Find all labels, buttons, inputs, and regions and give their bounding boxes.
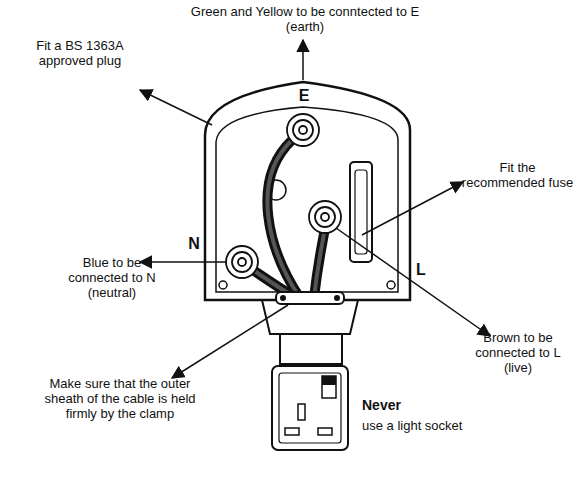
socket-switch	[322, 376, 336, 398]
socket-slot	[318, 428, 332, 435]
socket-icon	[272, 366, 348, 450]
cable-clamp	[276, 292, 344, 304]
warning-text: use a light socket	[362, 418, 502, 433]
plug-body	[205, 82, 410, 300]
terminal-letter: L	[414, 262, 428, 278]
fuse-holder	[350, 162, 372, 262]
terminal-letter: E	[296, 88, 312, 104]
leader-arrows	[140, 40, 490, 378]
plug-inner-rim	[216, 107, 398, 292]
terminal-letter: N	[186, 236, 202, 252]
cover-screw-hole	[219, 281, 227, 289]
warning-heading: Never	[362, 398, 482, 413]
cable-sheath	[280, 334, 342, 364]
socket-earth-slot	[298, 404, 305, 420]
clamp-screw	[280, 295, 286, 301]
callout-text: Green and Yellow to be conntected to E (…	[170, 4, 440, 34]
socket-slot	[285, 428, 299, 435]
clamp-screw	[334, 295, 340, 301]
terminal-screws	[226, 114, 341, 278]
plug-neck	[262, 300, 358, 334]
socket-faceplate	[279, 373, 341, 443]
callout-text: Brown to be connected to L (live)	[462, 330, 574, 375]
callout-text: Blue to be connected to N (neutral)	[52, 255, 172, 300]
earth-wire	[267, 140, 300, 298]
fuse	[355, 170, 367, 254]
callout-text: Fit a BS 1363A approved plug	[25, 38, 135, 68]
socket-switch-rocker	[322, 376, 336, 385]
cover-screw-hole	[387, 281, 395, 289]
live-wire	[314, 228, 325, 298]
earth-wire-core	[267, 140, 300, 298]
live-wire-core	[314, 228, 325, 298]
callout-text: Make sure that the outer sheath of the c…	[35, 376, 205, 421]
callout-text: Fit the recommended fuse	[460, 160, 575, 190]
